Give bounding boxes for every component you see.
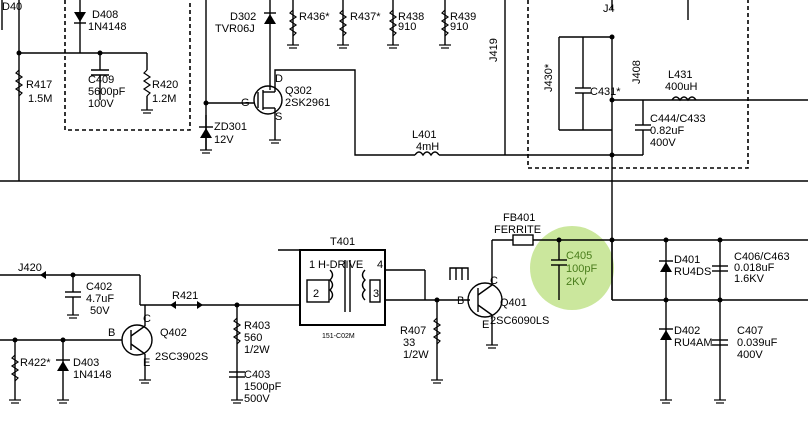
r420-ref: R420 <box>152 79 178 91</box>
r436-ref: R436* <box>299 11 330 23</box>
partial-label-left: D40 <box>2 1 22 13</box>
r438-value: 910 <box>398 21 416 33</box>
r403-ref: R403 <box>244 320 270 332</box>
r417-ref: R417 <box>26 79 52 91</box>
t401-name: H-DRIVE <box>318 259 363 271</box>
c406-rating: 1.6KV <box>734 273 765 285</box>
q402-pin-c: C <box>143 313 151 325</box>
r421-ref: R421 <box>172 290 198 302</box>
d302-ref: D302 <box>230 11 256 23</box>
l401-value: 4mH <box>416 141 439 153</box>
c409-ref: C409 <box>88 74 114 86</box>
top-right-section <box>558 0 808 300</box>
r439-ref: R439 <box>450 11 476 23</box>
d401-ref: D401 <box>674 254 700 266</box>
c407-rating: 400V <box>737 349 763 361</box>
mosfet-section <box>141 0 612 157</box>
c403-value: 1500pF <box>244 381 282 393</box>
r422-ref: R422* <box>20 357 51 369</box>
c402-ref: C402 <box>86 281 112 293</box>
c409-rating: 100V <box>88 98 114 110</box>
q401-ref: Q401 <box>500 297 527 309</box>
c407-ref: C407 <box>737 325 763 337</box>
l431-ref: L431 <box>668 69 692 81</box>
d403-value: 1N4148 <box>73 369 112 381</box>
ground-symbols <box>9 314 726 404</box>
l431-value: 400uH <box>665 81 697 93</box>
fb401-value: FERRITE <box>494 224 541 236</box>
r439-value: 910 <box>450 21 468 33</box>
d402-value: RU4AM <box>674 337 713 349</box>
c406-value: 0.018uF <box>734 262 775 274</box>
c409-value: 5600pF <box>88 86 126 98</box>
j419-ref: J419 <box>488 38 500 62</box>
r407-ref: R407 <box>400 325 426 337</box>
drive-section <box>0 234 808 400</box>
c444-ref: C444/C433 <box>650 113 706 125</box>
q402-pin-b: B <box>108 327 115 339</box>
d402-ref: D402 <box>674 325 700 337</box>
c405-rating: 2KV <box>566 276 587 288</box>
t401-pin1: 1 <box>309 259 315 271</box>
c402-rating: 50V <box>90 305 110 317</box>
q302-pin-g: G <box>241 97 250 109</box>
r437-ref: R437* <box>350 11 381 23</box>
q302-value: 2SK2961 <box>285 97 330 109</box>
q402-pin-e: E <box>143 357 150 369</box>
j408-ref: J408 <box>631 60 643 84</box>
c444-rating: 400V <box>650 137 676 149</box>
t401-pin3: 3 <box>373 288 379 300</box>
q302-pin-s: S <box>275 111 282 123</box>
r403-rating: 1/2W <box>244 344 270 356</box>
j430-ref: J430* <box>543 63 555 92</box>
r420-value: 1.2M <box>152 93 176 105</box>
c431-ref: C431* <box>590 86 621 98</box>
q401-pin-e: E <box>482 319 489 331</box>
fb401-ref: FB401 <box>503 212 535 224</box>
top-left-section <box>1 0 152 181</box>
c403-rating: 500V <box>244 393 270 405</box>
c403-ref: C403 <box>244 369 270 381</box>
q402-value: 2SC3902S <box>155 351 208 363</box>
q302-ref: Q302 <box>285 85 312 97</box>
j420-ref: J420 <box>18 262 42 274</box>
q401-pin-b: B <box>457 295 464 307</box>
l401-ref: L401 <box>412 129 436 141</box>
c444-value: 0.82uF <box>650 125 685 137</box>
d302-value: TVR06J <box>215 23 255 35</box>
t401-pin2: 2 <box>313 288 319 300</box>
dashed-subcircuit-boxes <box>64 0 749 169</box>
r403-value: 560 <box>244 332 262 344</box>
t401-pin4: 4 <box>377 259 383 271</box>
zd301-value: 12V <box>214 134 234 146</box>
r407-rating: 1/2W <box>403 349 429 361</box>
c406-ref: C406/C463 <box>734 251 790 263</box>
zd301-ref: ZD301 <box>214 121 247 133</box>
d408-ref: D408 <box>92 9 118 21</box>
c407-value: 0.039uF <box>737 337 778 349</box>
t401-part: 151-C02M <box>322 333 355 340</box>
d401-value: RU4DS <box>674 266 711 278</box>
q302-pin-d: D <box>275 73 283 85</box>
c405-highlight <box>530 226 614 310</box>
r438-ref: R438 <box>398 11 424 23</box>
r407-value: 33 <box>403 337 415 349</box>
d408-value: 1N4148 <box>88 21 127 33</box>
t401-ref: T401 <box>330 236 355 248</box>
d403-ref: D403 <box>73 357 99 369</box>
q401-value: 2SC6090LS <box>490 315 549 327</box>
c405-ref: C405 <box>566 250 592 262</box>
r417-value: 1.5M <box>28 93 52 105</box>
q402-ref: Q402 <box>160 327 187 339</box>
q401-pin-c: C <box>490 275 498 287</box>
c402-value: 4.7uF <box>86 293 114 305</box>
partial-label-right: J4 <box>603 3 615 15</box>
c405-value: 100pF <box>566 263 597 275</box>
